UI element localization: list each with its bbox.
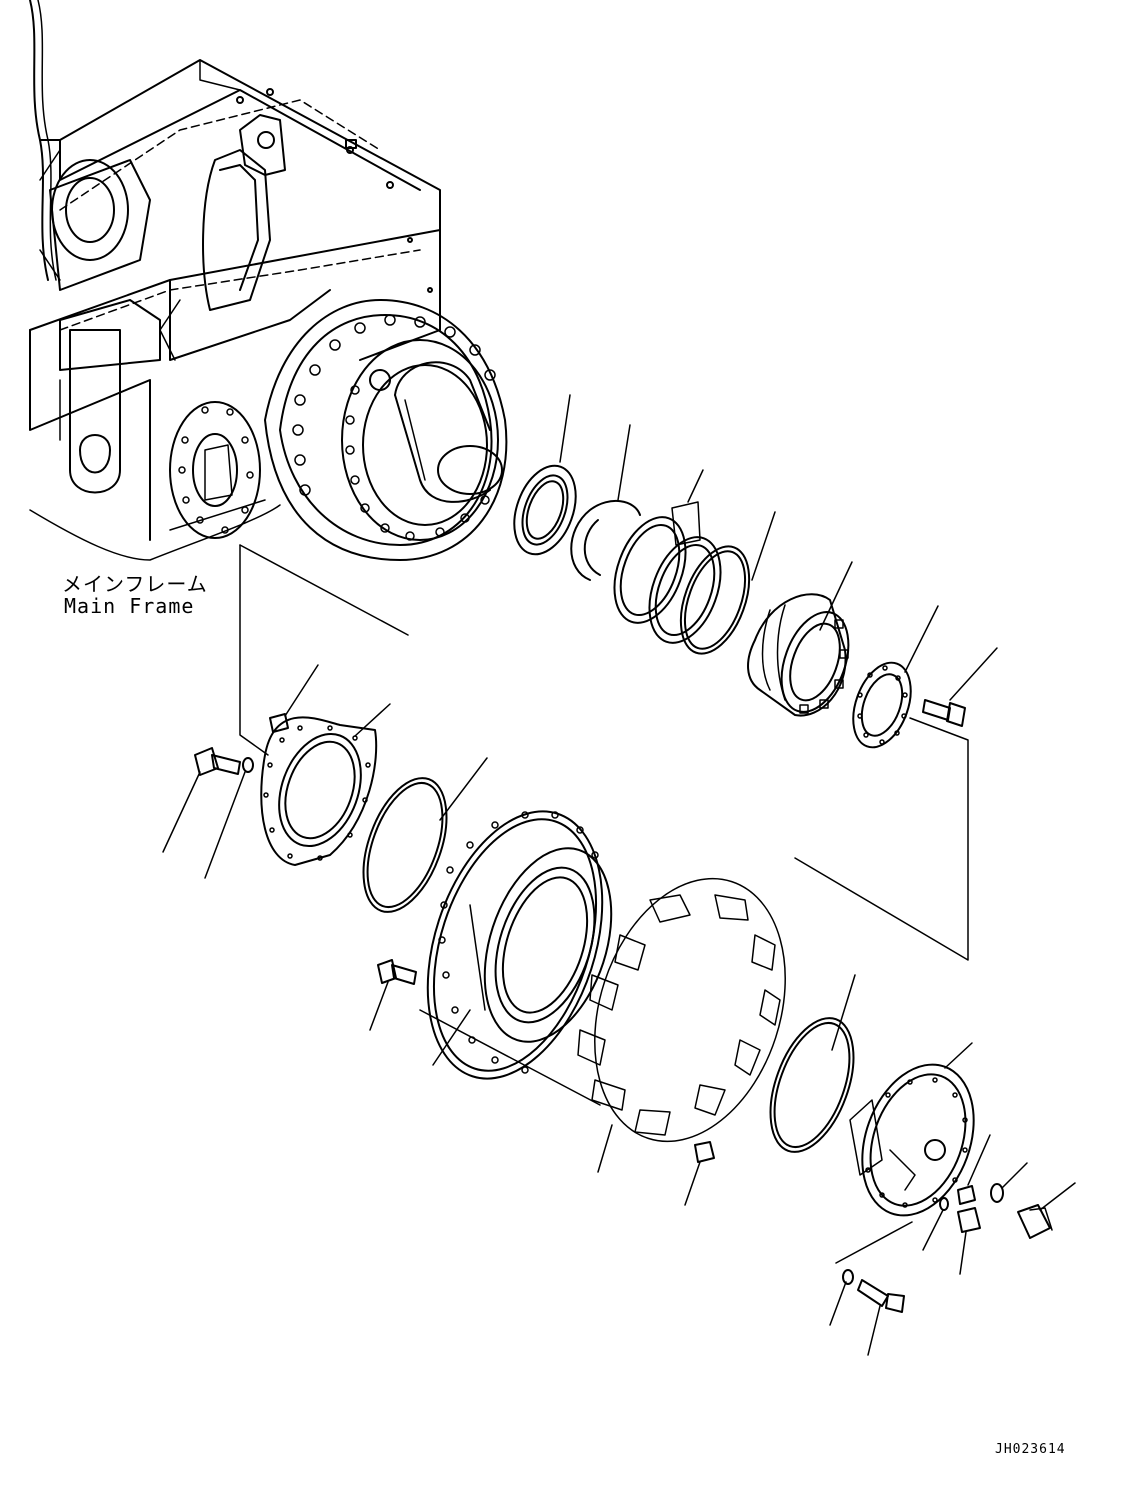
planetary-carrier [849,1063,975,1217]
floating-seal [513,464,577,556]
retainer-bolt [922,699,966,727]
shim-set [613,501,722,644]
o-ring-carrier [769,1017,855,1153]
retainer-plate [852,661,912,749]
small-o-ring [990,1183,1004,1203]
wheel-hub [426,810,613,1080]
o-ring-upper [679,545,751,655]
main-frame [29,0,441,561]
cover-bolt [194,747,254,776]
leader-lines [162,394,1076,1356]
sprocket-segments [577,877,786,1143]
main-frame-label-en: Main Frame [64,594,195,618]
hub-bolt [377,959,417,985]
final-drive-housing [169,299,508,561]
snap-ring [570,499,641,581]
carrier-bolt [842,1269,905,1313]
o-ring-cover [362,777,448,913]
small-washer [939,1197,949,1211]
drain-plug [957,1207,981,1233]
plug [269,713,289,733]
segment-nut [694,1141,715,1163]
cover-plate [260,716,378,866]
bearing [747,593,850,717]
main-frame-label-jp: メインフレーム [62,572,208,596]
small-plug [957,1185,976,1205]
large-plug [1017,1204,1053,1239]
drawing-code-label: JH023614 [995,1442,1066,1457]
